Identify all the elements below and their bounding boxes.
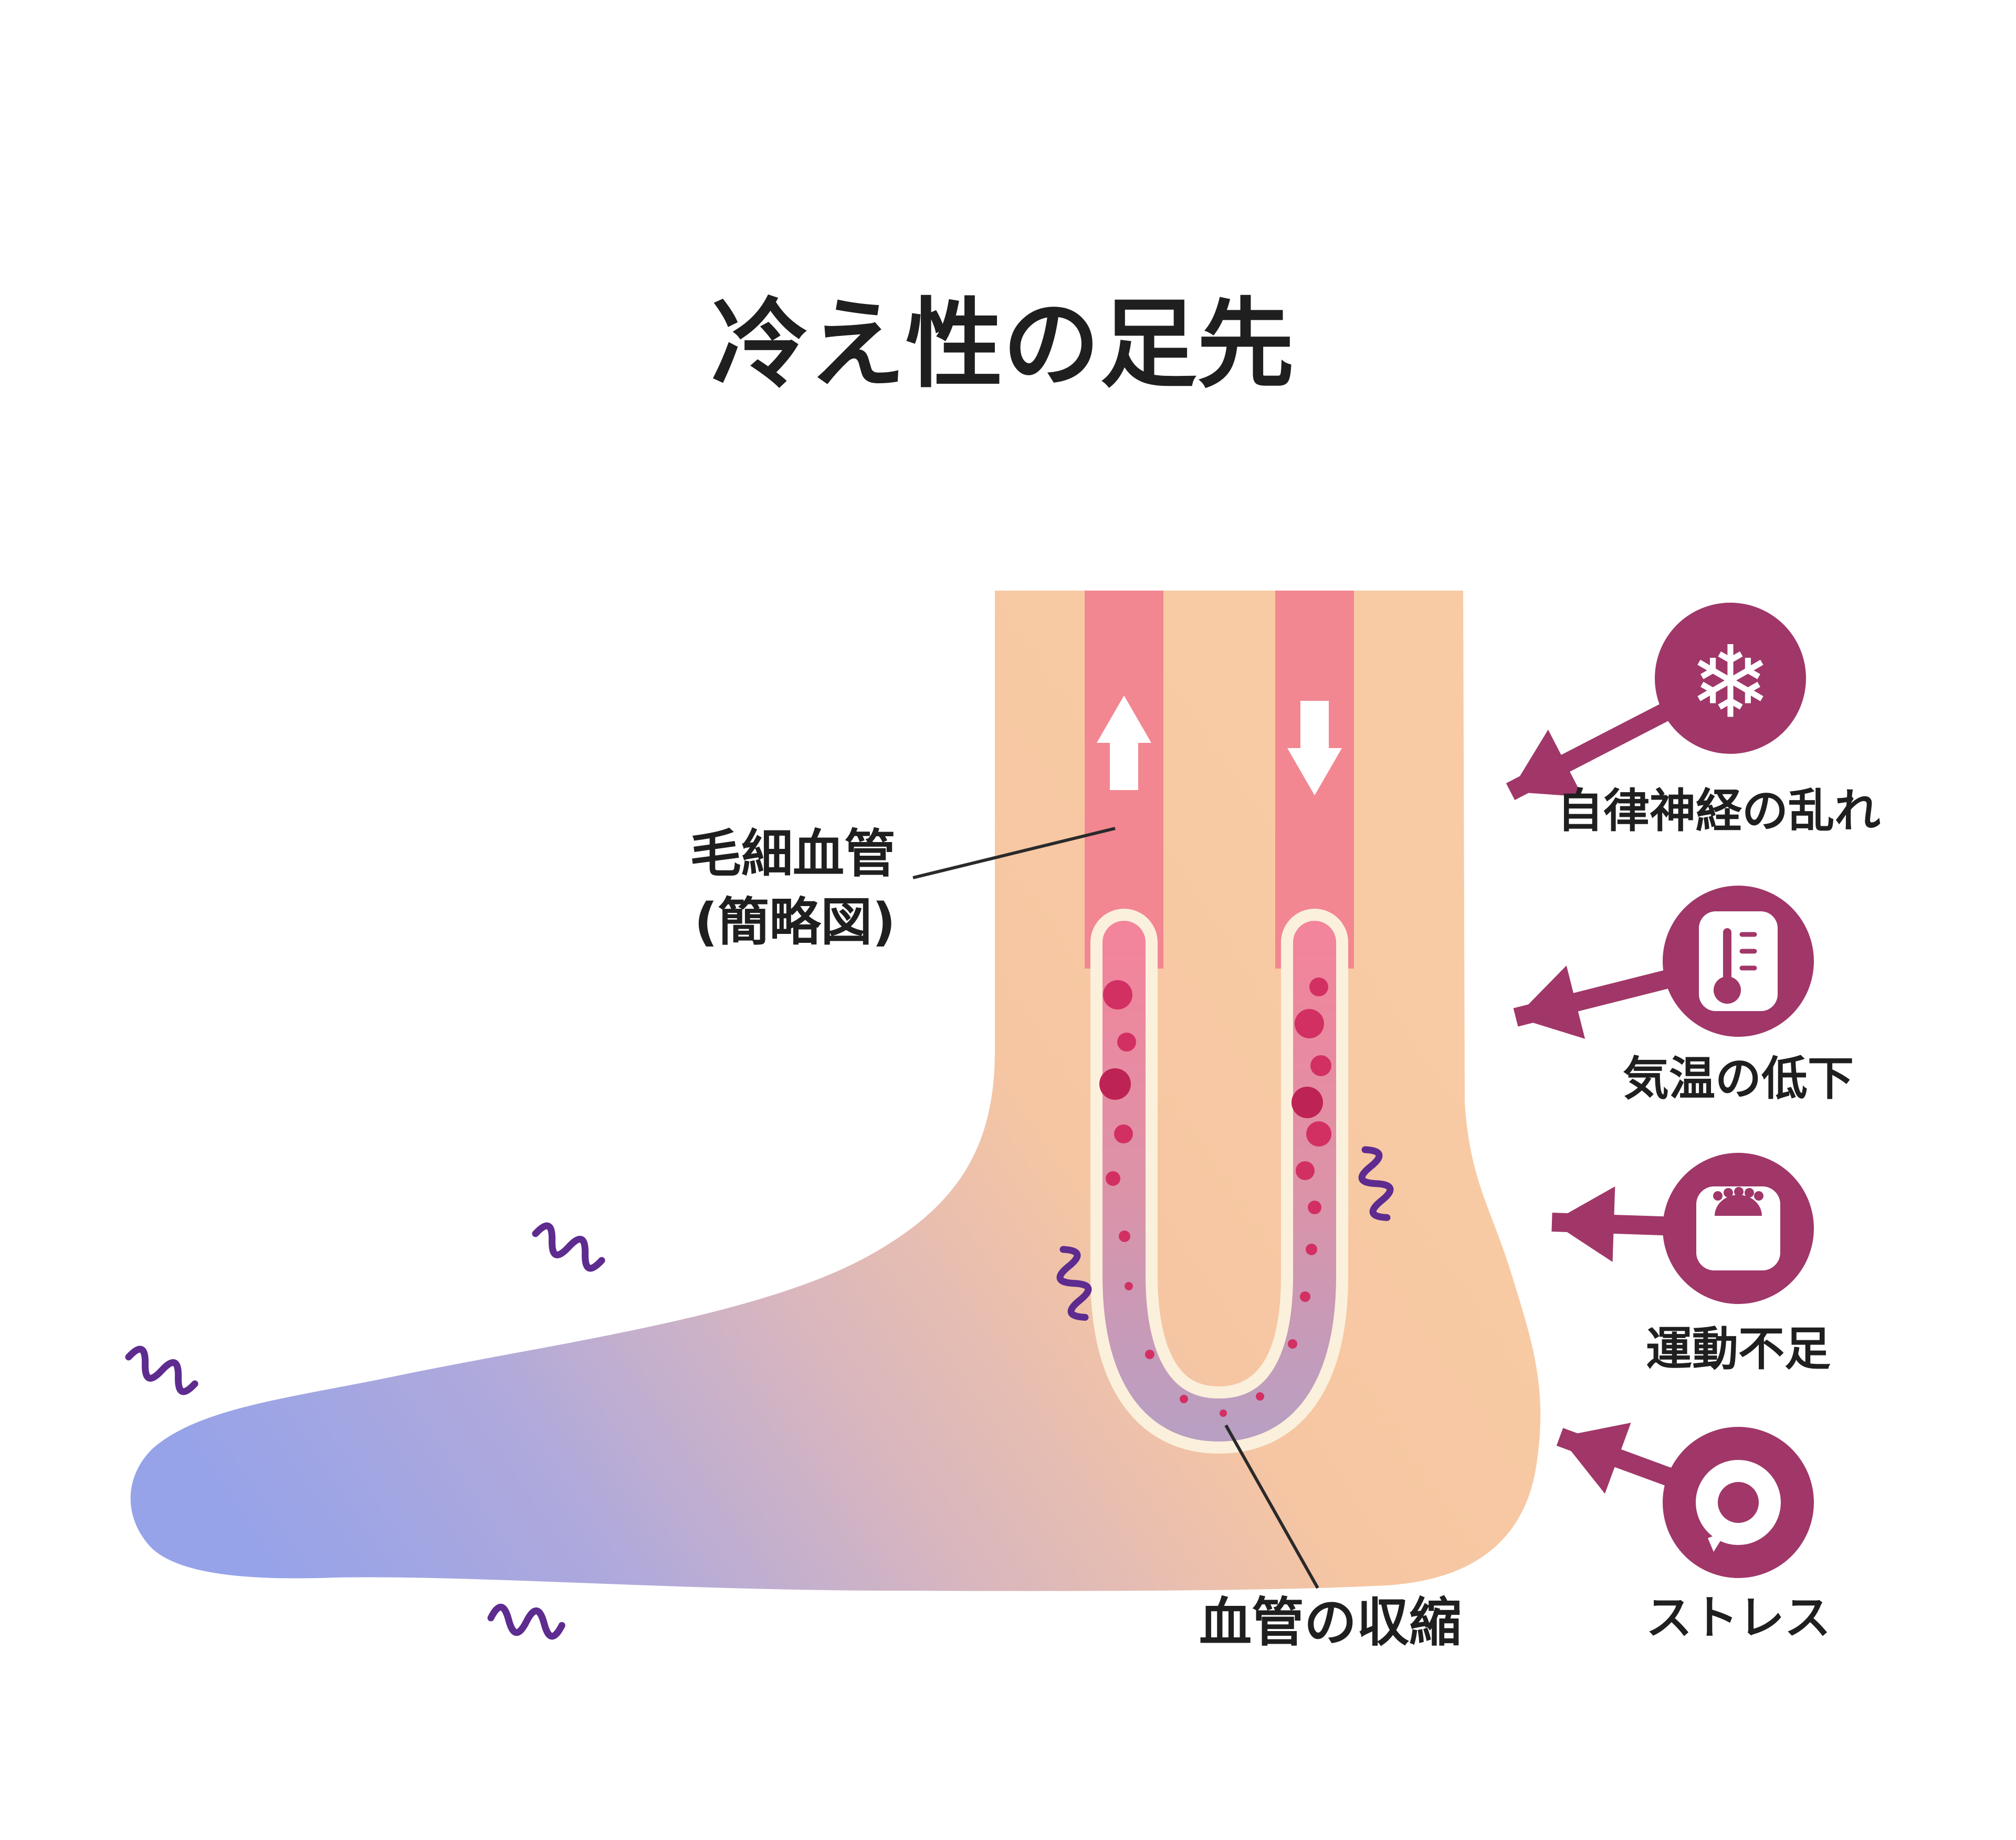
cause-label-stress: ストレス	[1646, 1591, 1831, 1645]
page-title: 冷え性の足先	[711, 288, 1294, 401]
cause-arrow-head	[1516, 965, 1586, 1039]
cause-circle	[1663, 1427, 1814, 1578]
flow-down-arrow-icon	[1287, 701, 1342, 795]
cause-label-exercise: 運動不足	[1646, 1322, 1831, 1376]
cause-arrow-head	[1510, 729, 1583, 797]
cause-label-temperature: 気温の低下	[1623, 1052, 1854, 1106]
cause-label-autonomic: 自律神経の乱れ	[1557, 784, 1881, 838]
cause-arrow-head	[1552, 1186, 1615, 1262]
foot-illustration	[124, 591, 1541, 1637]
capillary-loop	[1090, 909, 1348, 1454]
capillary-label-line1: 毛細血管	[690, 824, 896, 884]
thermometer-icon	[1699, 911, 1778, 1011]
flow-up-arrow-icon	[1097, 696, 1151, 790]
capillary-annotation: 毛細血管 (簡略図)	[690, 824, 1116, 952]
cause-circle	[1655, 603, 1806, 754]
snowflake-icon: ❄	[1688, 625, 1772, 741]
capillary-label-line2: (簡略図)	[694, 892, 896, 952]
blood-cells	[1099, 977, 1331, 1417]
pointer-line-capillary	[912, 827, 1116, 879]
cause-lack-of-exercise: 運動不足	[1551, 1153, 1831, 1376]
foot-silhouette	[130, 591, 1541, 1591]
constriction-label: 血管の収縮	[1199, 1592, 1462, 1653]
pointer-line-constriction	[1224, 1424, 1319, 1589]
constriction-annotation: 血管の収縮	[1199, 1424, 1462, 1653]
scale-icon	[1696, 1186, 1780, 1270]
stress-scribble-icon	[1696, 1460, 1781, 1552]
cause-temperature-drop: 気温の低下	[1513, 886, 1854, 1106]
cause-autonomic-nerve: ❄ 自律神経の乱れ	[1506, 603, 1881, 838]
cause-arrow-head	[1560, 1423, 1631, 1494]
cause-stress: ストレス	[1556, 1423, 1831, 1645]
